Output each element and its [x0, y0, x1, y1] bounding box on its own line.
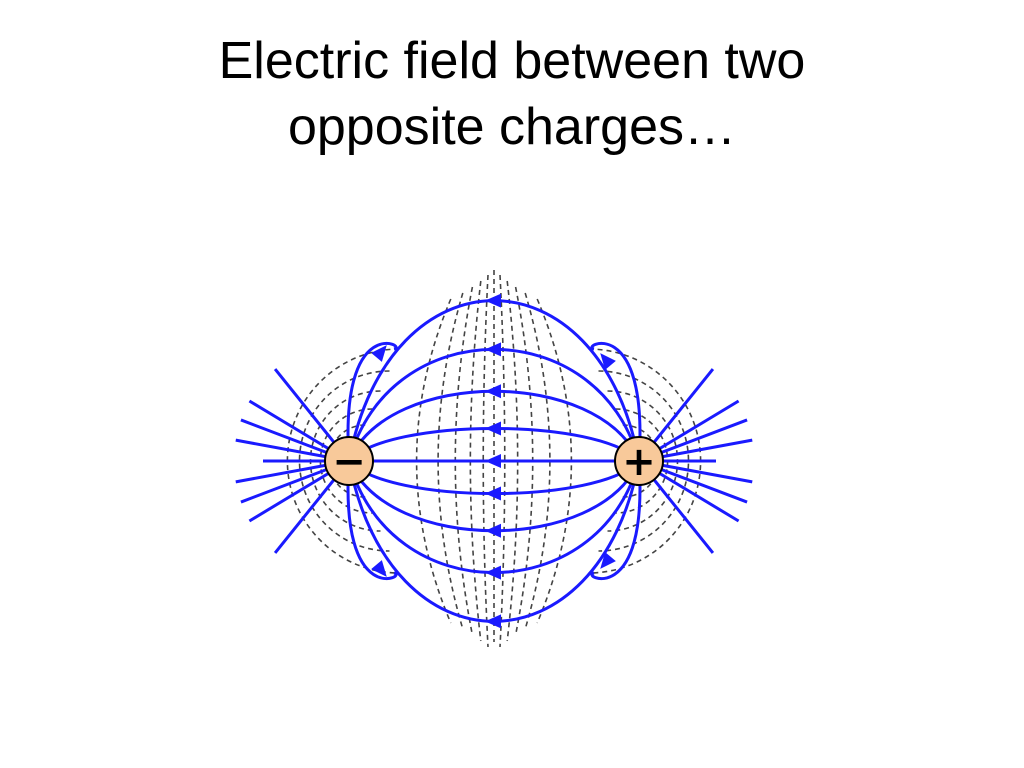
equipotential-line	[524, 292, 551, 630]
equipotential-line	[437, 292, 464, 630]
field-line-outer-right	[590, 460, 642, 581]
field-line-outer-left	[346, 460, 398, 581]
field-arrow	[485, 342, 501, 357]
field-line-outer-left	[346, 341, 398, 462]
positive-charge: +	[614, 436, 664, 486]
negative-charge: −	[324, 436, 374, 486]
field-arrow	[600, 353, 616, 370]
title-line-2: opposite charges…	[287, 98, 737, 156]
negative-charge-sign: −	[332, 439, 366, 485]
field-arrow	[485, 293, 501, 308]
field-line-outer-right	[590, 341, 642, 462]
field-arrow	[485, 384, 501, 399]
field-arrow	[485, 421, 501, 436]
field-arrow	[485, 486, 501, 501]
slide-title: Electric field between two opposite char…	[0, 28, 1024, 160]
equipotential-line	[499, 274, 506, 648]
field-arrow	[371, 560, 387, 577]
field-arrow	[485, 454, 501, 468]
negative-charge-circle	[324, 436, 374, 486]
positive-charge-sign: +	[622, 439, 656, 485]
positive-charge-circle	[614, 436, 664, 486]
field-arrow	[485, 565, 501, 580]
field-arrow	[485, 523, 501, 538]
title-line-1: Electric field between two	[218, 32, 806, 90]
field-arrow	[600, 552, 616, 569]
equipotential-line	[482, 274, 489, 648]
field-arrows	[371, 293, 616, 629]
field-arrow	[371, 345, 387, 362]
field-arrow	[485, 614, 501, 629]
